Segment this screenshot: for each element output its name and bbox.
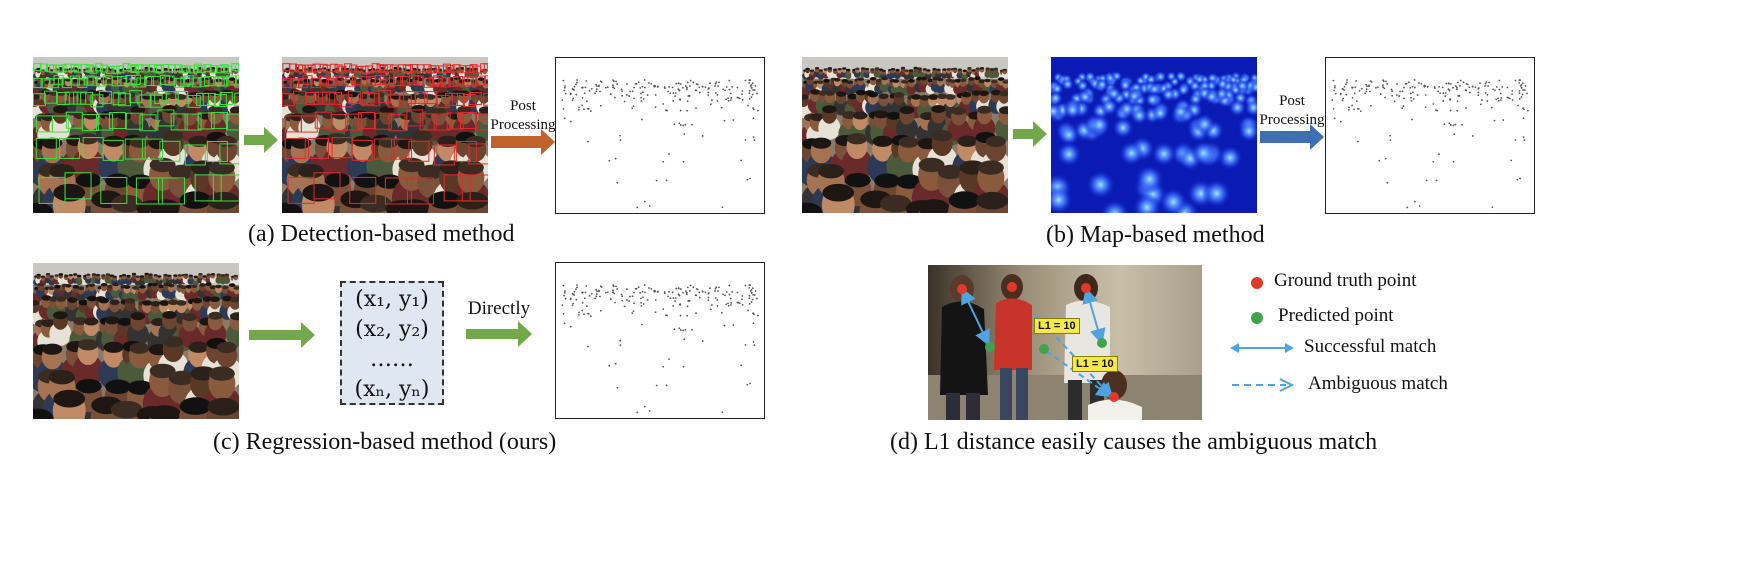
post-processing-label-a: Post Processing	[490, 98, 556, 133]
crowd-photo-b	[802, 57, 1008, 213]
coord-1: (x₁, y₁)	[355, 287, 429, 312]
caption-c: (c) Regression-based method (ours)	[213, 429, 557, 455]
green-arrow-a1	[244, 127, 278, 153]
gt-point	[957, 284, 967, 294]
density-blobs	[1051, 70, 1257, 213]
point-map-c	[555, 262, 765, 419]
crowd-photo-a	[33, 57, 239, 213]
distance-tag-2: L1 = 10	[1072, 356, 1118, 372]
successful-match-icon	[1230, 343, 1294, 353]
crowd-photo-c	[33, 263, 239, 419]
coordinate-list: (x₁, y₁) (x₂, y₂) …… (xₙ, yₙ)	[340, 281, 444, 405]
pedestrian-scene	[928, 265, 1202, 420]
point-scatter	[561, 79, 759, 209]
legend-ambiguous: Ambiguous match	[1308, 373, 1448, 394]
pred-point	[985, 342, 995, 352]
predicted-legend-icon	[1251, 312, 1263, 324]
green-arrow-c1	[249, 322, 315, 348]
pred-point	[1039, 344, 1049, 354]
point-map-b	[1325, 57, 1535, 214]
post-processing-label-b: Post Processing	[1259, 93, 1325, 128]
green-arrow-c2	[466, 321, 532, 347]
legend-predicted: Predicted point	[1278, 305, 1394, 326]
orange-arrow	[491, 129, 555, 155]
coord-2: (x₂, y₂)	[355, 317, 429, 342]
ambiguous-match-icon	[1232, 378, 1294, 392]
gt-point	[1081, 283, 1091, 293]
point-map-a	[555, 57, 765, 214]
legend-ground-truth: Ground truth point	[1274, 270, 1417, 291]
gt-point	[1109, 392, 1119, 402]
ground-truth-legend-icon	[1251, 277, 1263, 289]
green-detection-boxes	[33, 63, 239, 205]
density-map	[1051, 57, 1257, 213]
red-detection-boxes	[282, 63, 488, 205]
green-arrow-b	[1013, 121, 1047, 147]
point-scatter	[1331, 79, 1529, 209]
directly-label: Directly	[467, 298, 531, 319]
point-scatter	[561, 284, 759, 414]
gt-point	[1007, 282, 1017, 292]
caption-d: (d) L1 distance easily causes the ambigu…	[890, 429, 1378, 455]
coord-n: (xₙ, yₙ)	[354, 377, 430, 402]
caption-a: (a) Detection-based method	[248, 221, 515, 247]
caption-b: (b) Map-based method	[1046, 222, 1265, 248]
crowd-photo-red	[282, 57, 488, 213]
crowd-image	[802, 57, 1008, 213]
blue-arrow	[1260, 124, 1324, 150]
distance-tag-1: L1 = 10	[1034, 318, 1080, 334]
coord-ellipsis: ……	[370, 347, 414, 372]
pedestrian-photo: L1 = 10 L1 = 10	[928, 265, 1202, 420]
pred-point	[1097, 338, 1107, 348]
legend-successful: Successful match	[1304, 336, 1437, 357]
crowd-image	[33, 263, 239, 419]
